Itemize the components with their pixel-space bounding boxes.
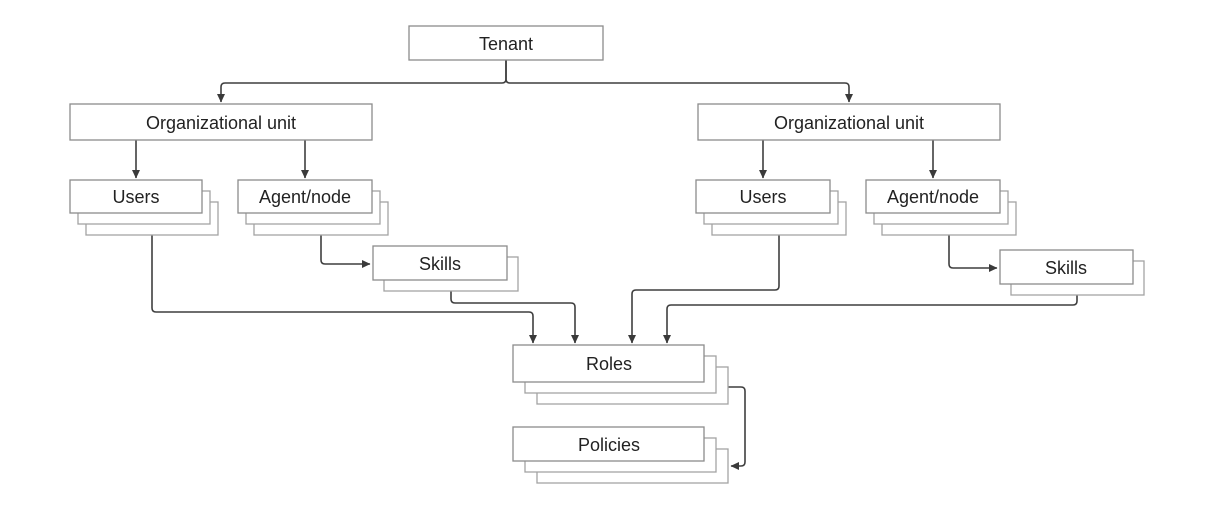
node-box — [695, 179, 831, 214]
node-box — [512, 426, 705, 462]
node-label: Users — [112, 187, 159, 207]
connector-tenant-org-left — [217, 60, 507, 103]
node-box — [865, 179, 1001, 214]
node-tenant: Tenant — [408, 25, 604, 61]
node-box — [697, 103, 1001, 141]
node-agent-node-left: Agent/node — [237, 179, 389, 236]
node-label: Agent/node — [887, 187, 979, 207]
connector-usersleft-roles — [151, 235, 537, 344]
node-label: Users — [739, 187, 786, 207]
node-roles: Roles — [512, 344, 729, 405]
node-label: Roles — [586, 354, 632, 374]
connector-skillsright-roles — [663, 295, 1078, 344]
node-box — [999, 249, 1134, 285]
node-users-right: Users — [695, 179, 847, 236]
node-box — [69, 103, 373, 141]
node-agent-node-right: Agent/node — [865, 179, 1017, 236]
node-org-unit-right: Organizational unit — [697, 103, 1001, 141]
node-policies: Policies — [512, 426, 729, 484]
node-box — [372, 245, 508, 281]
node-box — [408, 25, 604, 61]
node-label: Agent/node — [259, 187, 351, 207]
connector-roles-policies — [728, 386, 746, 470]
connector-skillsleft-roles — [450, 291, 579, 344]
connector-layer — [132, 60, 1078, 470]
node-skills-right: Skills — [999, 249, 1145, 296]
node-box — [512, 344, 705, 383]
node-box — [69, 179, 203, 214]
connector-tenant-org-right — [505, 60, 853, 103]
connector-usersright-roles — [628, 235, 780, 344]
node-skills-left: Skills — [372, 245, 519, 292]
node-label: Skills — [419, 254, 461, 274]
node-label: Tenant — [479, 34, 533, 54]
node-label: Skills — [1045, 258, 1087, 278]
node-org-unit-left: Organizational unit — [69, 103, 373, 141]
node-box — [237, 179, 373, 214]
connector-agentright-skills — [948, 235, 998, 272]
connector-agentleft-skills — [320, 235, 371, 268]
node-label: Organizational unit — [774, 113, 924, 133]
node-label: Policies — [578, 435, 640, 455]
node-label: Organizational unit — [146, 113, 296, 133]
node-users-left: Users — [69, 179, 219, 236]
